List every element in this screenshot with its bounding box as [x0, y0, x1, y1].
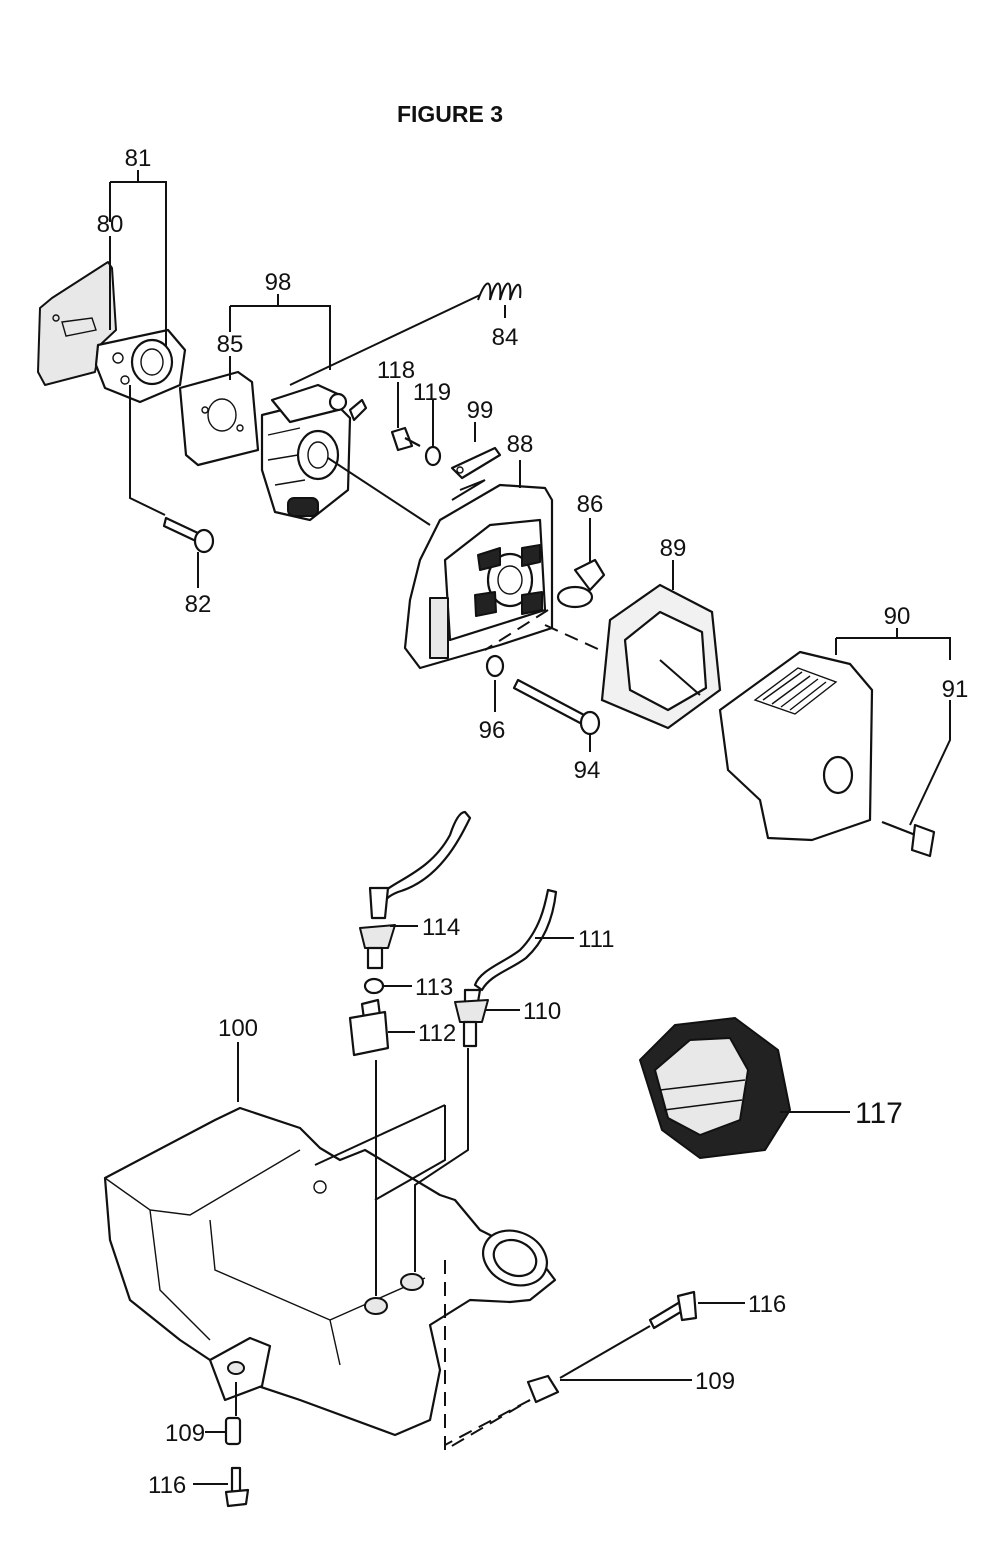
callout-116-right: 116 [748, 1291, 786, 1318]
callout-81: 81 [125, 145, 152, 172]
callout-98: 98 [265, 269, 292, 296]
fuel-filter-part-112 [348, 998, 390, 1057]
callout-118: 118 [377, 357, 415, 384]
screw-part-118 [390, 426, 421, 452]
spacer-part-109-left [224, 1416, 242, 1446]
callout-112: 112 [418, 1020, 456, 1047]
choke-lever-part-86 [556, 558, 606, 609]
bolt-part-116-right [648, 1290, 698, 1330]
fuel-fitting-part-114 [359, 886, 396, 970]
callout-88: 88 [507, 431, 534, 458]
fuel-fitting-part-110 [454, 988, 489, 1048]
fuel-hose-part-111 [473, 888, 558, 992]
adapter-block-part-81 [94, 328, 187, 404]
callout-113: 113 [415, 974, 453, 1001]
bolt-part-82 [162, 516, 215, 554]
callout-91: 91 [942, 676, 969, 703]
washer-part-119 [424, 445, 442, 467]
callout-109-right: 109 [695, 1368, 735, 1395]
callout-89: 89 [660, 535, 687, 562]
callout-82: 82 [185, 591, 212, 618]
gasket-part-85 [178, 370, 260, 467]
spacer-part-109-right [526, 1374, 560, 1404]
leader-lines [109, 170, 951, 1485]
callout-100: 100 [218, 1015, 258, 1042]
air-cleaner-base-part-88 [403, 483, 554, 670]
callout-86: 86 [577, 491, 604, 518]
callout-90: 90 [884, 603, 911, 630]
long-bolt-part-94 [512, 678, 601, 736]
callout-111: 111 [578, 926, 614, 953]
callout-117: 117 [855, 1097, 903, 1130]
spring-part-84 [477, 282, 522, 301]
figure-title: FIGURE 3 [397, 101, 503, 127]
callout-94: 94 [574, 757, 601, 784]
cushion-part-117 [639, 1017, 791, 1159]
callout-84: 84 [492, 324, 519, 351]
air-cleaner-cover-part-90 [718, 650, 874, 842]
callout-96: 96 [479, 717, 506, 744]
callout-114: 114 [422, 914, 460, 941]
lever-part-99 [450, 446, 502, 480]
fuel-tank-part-100 [103, 1106, 557, 1437]
callout-116-left: 116 [148, 1472, 186, 1499]
fuel-hose-upper [378, 810, 472, 907]
bolt-part-116-left [224, 1466, 250, 1508]
callout-80: 80 [97, 211, 124, 238]
carburetor-part-98 [260, 383, 368, 522]
callout-119: 119 [413, 379, 451, 406]
callout-99: 99 [467, 397, 494, 424]
callout-labels: 81 80 98 85 84 118 119 99 88 86 89 82 90… [97, 145, 969, 1499]
callout-110: 110 [523, 998, 561, 1025]
callout-85: 85 [217, 331, 244, 358]
cover-knob-part-91 [881, 820, 936, 858]
washer-part-96 [485, 654, 505, 678]
o-ring-part-113 [363, 977, 385, 995]
callout-109-left: 109 [165, 1420, 205, 1447]
foam-filter-part-89 [600, 583, 722, 730]
